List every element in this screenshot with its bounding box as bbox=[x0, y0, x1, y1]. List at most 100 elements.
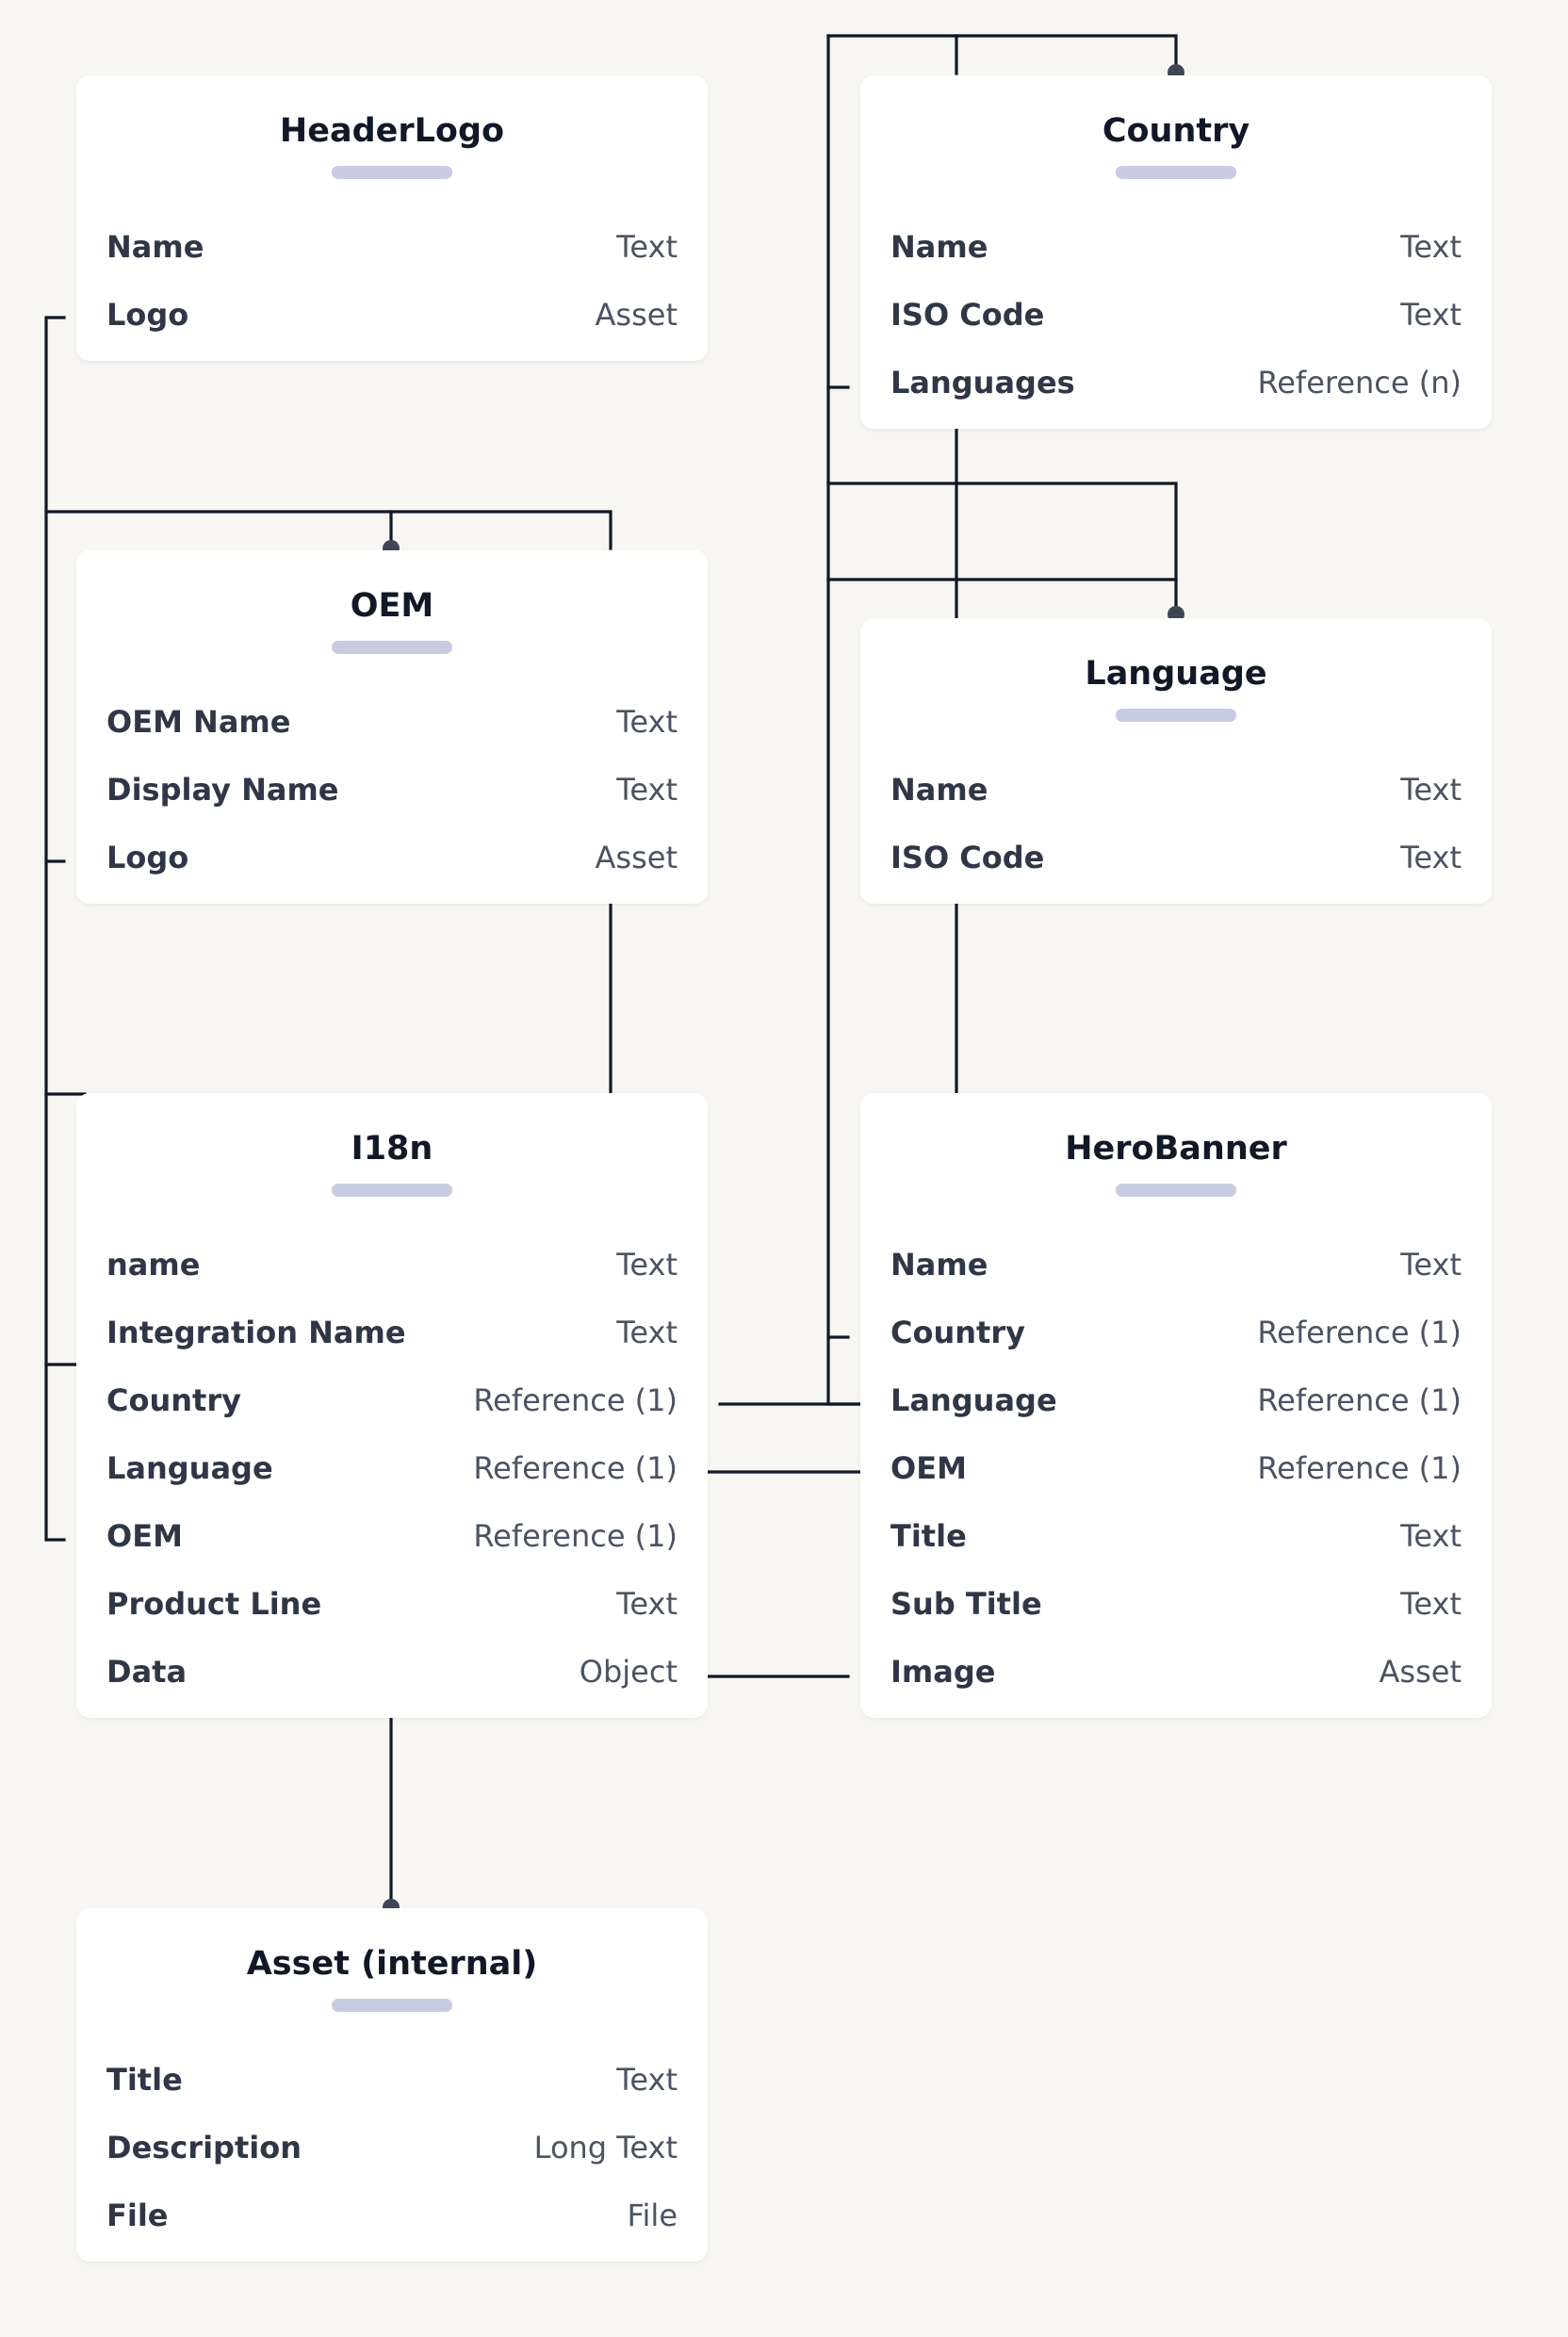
field-name: OEM bbox=[106, 1518, 183, 1554]
entity-card-oem[interactable]: OEM OEM Name Text Display Name Text Logo… bbox=[76, 550, 708, 904]
entity-card-i18n[interactable]: I18n name Text Integration Name Text Cou… bbox=[76, 1093, 708, 1718]
entity-card-headerlogo[interactable]: HeaderLogo Name Text Logo Asset bbox=[76, 75, 708, 361]
field-row: Display Name Text bbox=[106, 756, 678, 824]
title-underline bbox=[332, 1184, 452, 1197]
field-name: ISO Code bbox=[890, 840, 1045, 875]
field-name: Languages bbox=[890, 365, 1075, 400]
field-row: Image Asset bbox=[890, 1638, 1462, 1706]
rel-headerlogo-logo-asset bbox=[44, 316, 66, 1542]
entity-card-country[interactable]: Country Name Text ISO Code Text Language… bbox=[860, 75, 1492, 429]
field-list: Name Text ISO Code Text Languages Refere… bbox=[860, 213, 1492, 417]
field-name: OEM bbox=[890, 1450, 967, 1486]
field-type: Long Text bbox=[533, 2130, 678, 2165]
field-row: Product Line Text bbox=[106, 1570, 678, 1638]
field-row: ISO Code Text bbox=[890, 281, 1462, 349]
field-name: Name bbox=[890, 772, 988, 808]
field-name: Product Line bbox=[106, 1586, 322, 1622]
field-list: name Text Integration Name Text Country … bbox=[76, 1231, 708, 1706]
entity-title: Asset (internal) bbox=[246, 1945, 538, 1983]
title-underline bbox=[332, 166, 452, 179]
field-type: Text bbox=[616, 704, 678, 740]
field-name: Language bbox=[890, 1382, 1057, 1418]
field-type: Text bbox=[616, 2062, 678, 2098]
rel-left-rail-to-oem bbox=[44, 510, 612, 550]
field-type: Reference (1) bbox=[1257, 1450, 1462, 1486]
title-underline bbox=[1116, 709, 1236, 722]
field-type: Text bbox=[1400, 772, 1462, 808]
field-type: Reference (1) bbox=[473, 1450, 678, 1486]
field-type: Text bbox=[616, 229, 678, 265]
field-name: Description bbox=[106, 2130, 302, 2165]
field-type: Text bbox=[1400, 1586, 1462, 1622]
field-name: Integration Name bbox=[106, 1315, 406, 1350]
rel-right-rail bbox=[826, 34, 1178, 70]
field-type: Reference (n) bbox=[1257, 365, 1462, 400]
field-list: Name Text Country Reference (1) Language… bbox=[860, 1231, 1492, 1706]
field-list: Title Text Description Long Text File Fi… bbox=[76, 2046, 708, 2249]
field-type: Text bbox=[616, 1247, 678, 1283]
field-type: Text bbox=[1400, 1518, 1462, 1554]
field-type: Text bbox=[1400, 1247, 1462, 1283]
field-row: Name Text bbox=[890, 1231, 1462, 1299]
field-type: Reference (1) bbox=[473, 1518, 678, 1554]
entity-title: OEM bbox=[350, 587, 434, 625]
rel-right-vertical bbox=[826, 34, 861, 1406]
field-type: Text bbox=[1400, 229, 1462, 265]
field-row: name Text bbox=[106, 1231, 678, 1299]
field-type: Object bbox=[579, 1654, 678, 1690]
field-row: Logo Asset bbox=[106, 281, 678, 349]
title-underline bbox=[1116, 166, 1236, 179]
field-type: Asset bbox=[595, 840, 678, 875]
entity-title: Language bbox=[1085, 655, 1267, 693]
field-row: Language Reference (1) bbox=[890, 1366, 1462, 1434]
field-name: Name bbox=[106, 229, 204, 265]
entity-title: Country bbox=[1102, 112, 1250, 150]
field-type: Text bbox=[616, 1315, 678, 1350]
field-name: Logo bbox=[106, 297, 189, 333]
field-list: Name Text Logo Asset bbox=[76, 213, 708, 349]
entity-card-language[interactable]: Language Name Text ISO Code Text bbox=[860, 618, 1492, 904]
field-row: Integration Name Text bbox=[106, 1299, 678, 1366]
field-type: Text bbox=[616, 772, 678, 808]
field-name: File bbox=[106, 2198, 169, 2233]
field-name: Country bbox=[106, 1382, 241, 1418]
field-row: Name Text bbox=[106, 213, 678, 281]
field-row: Country Reference (1) bbox=[890, 1299, 1462, 1366]
entity-title: I18n bbox=[351, 1130, 433, 1168]
field-row: Description Long Text bbox=[106, 2114, 678, 2182]
field-row: ISO Code Text bbox=[890, 824, 1462, 891]
field-row: Country Reference (1) bbox=[106, 1366, 678, 1434]
entity-title: HeaderLogo bbox=[279, 112, 505, 150]
field-name: Title bbox=[890, 1518, 967, 1554]
field-name: Language bbox=[106, 1450, 273, 1486]
field-row: Language Reference (1) bbox=[106, 1434, 678, 1502]
field-row: OEM Reference (1) bbox=[890, 1434, 1462, 1502]
entity-card-herobanner[interactable]: HeroBanner Name Text Country Reference (… bbox=[860, 1093, 1492, 1718]
field-row: Title Text bbox=[890, 1502, 1462, 1570]
field-type: Text bbox=[1400, 840, 1462, 875]
field-name: Sub Title bbox=[890, 1586, 1042, 1622]
field-row: OEM Name Text bbox=[106, 688, 678, 756]
field-list: OEM Name Text Display Name Text Logo Ass… bbox=[76, 688, 708, 891]
title-underline bbox=[1116, 1184, 1236, 1197]
field-type: Asset bbox=[595, 297, 678, 333]
entity-card-asset-internal[interactable]: Asset (internal) Title Text Description … bbox=[76, 1908, 708, 2262]
field-name: Logo bbox=[106, 840, 189, 875]
field-name: Country bbox=[890, 1315, 1025, 1350]
field-name: Data bbox=[106, 1654, 188, 1690]
field-row: Languages Reference (n) bbox=[890, 349, 1462, 417]
field-type: Reference (1) bbox=[473, 1382, 678, 1418]
field-name: Name bbox=[890, 1247, 988, 1283]
field-name: Display Name bbox=[106, 772, 339, 808]
title-underline bbox=[332, 641, 452, 654]
rel-country-language-a bbox=[826, 482, 1178, 613]
field-type: File bbox=[627, 2198, 678, 2233]
entity-title: HeroBanner bbox=[1065, 1130, 1287, 1168]
field-type: Reference (1) bbox=[1257, 1315, 1462, 1350]
title-underline bbox=[332, 1999, 452, 2012]
field-name: OEM Name bbox=[106, 704, 291, 740]
field-type: Asset bbox=[1379, 1654, 1462, 1690]
field-name: name bbox=[106, 1247, 201, 1283]
field-row: OEM Reference (1) bbox=[106, 1502, 678, 1570]
field-type: Reference (1) bbox=[1257, 1382, 1462, 1418]
